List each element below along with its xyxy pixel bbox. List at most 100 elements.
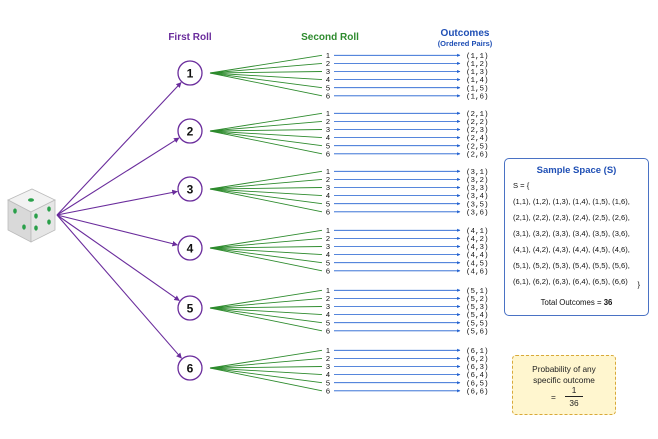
outcomes-header: Outcomes (Ordered Pairs) bbox=[420, 29, 510, 49]
second-roll-branch bbox=[209, 120, 323, 132]
second-roll-branch bbox=[209, 72, 323, 97]
second-roll-branch bbox=[209, 178, 323, 190]
first-roll-node bbox=[177, 235, 203, 261]
probability-line-1: Probability of any bbox=[532, 364, 596, 374]
outcome-pair: (5,6) bbox=[466, 328, 489, 336]
second-roll-value: 1 bbox=[326, 226, 330, 235]
probability-equals: = bbox=[551, 392, 556, 402]
outcome-pair: (6,4) bbox=[466, 372, 489, 380]
first-roll-node bbox=[177, 60, 203, 86]
second-roll-value: 1 bbox=[326, 167, 330, 176]
second-roll-branch bbox=[209, 71, 323, 74]
second-roll-branch bbox=[209, 247, 323, 272]
second-roll-branch bbox=[209, 62, 323, 74]
second-roll-value: 2 bbox=[326, 234, 330, 243]
second-roll-branch bbox=[209, 349, 323, 369]
first-roll-value: 5 bbox=[187, 302, 194, 316]
outcome-pair: (1,3) bbox=[466, 69, 489, 77]
second-roll-value: 2 bbox=[326, 59, 330, 68]
second-roll-value: 2 bbox=[326, 175, 330, 184]
outcome-pair: (4,6) bbox=[466, 268, 489, 276]
second-roll-branch bbox=[209, 307, 323, 316]
second-roll-branch bbox=[209, 229, 323, 249]
first-roll-branch bbox=[56, 82, 182, 216]
total-outcomes: Total Outcomes = 36 bbox=[505, 298, 648, 307]
outcome-pair: (3,6) bbox=[466, 209, 489, 217]
probability-denominator: 36 bbox=[569, 398, 579, 408]
second-roll-branch bbox=[209, 237, 323, 249]
second-roll-value: 3 bbox=[326, 67, 330, 76]
sample-space-row: (1,1), (1,2), (1,3), (1,4), (1,5), (1,6)… bbox=[513, 197, 630, 206]
second-roll-value: 4 bbox=[326, 133, 330, 142]
outcome-pair: (6,6) bbox=[466, 388, 489, 396]
outcome-pair: (2,5) bbox=[466, 143, 489, 151]
outcome-pair: (6,5) bbox=[466, 380, 489, 388]
first-roll-value: 6 bbox=[187, 362, 194, 376]
second-roll-value: 5 bbox=[326, 258, 330, 267]
outcome-pair: (3,4) bbox=[466, 193, 489, 201]
second-roll-value: 3 bbox=[326, 302, 330, 311]
first-roll-value: 4 bbox=[187, 242, 194, 256]
probability-box: Probability of any specific outcome = 1 … bbox=[512, 355, 616, 415]
first-roll-branch bbox=[56, 214, 182, 359]
second-roll-value: 5 bbox=[326, 199, 330, 208]
second-roll-branch bbox=[209, 289, 323, 309]
second-roll-value: 4 bbox=[326, 75, 330, 84]
outcome-pair: (2,1) bbox=[466, 111, 489, 119]
outcome-pair: (4,4) bbox=[466, 252, 489, 260]
sample-space-row: (3,1), (3,2), (3,3), (3,4), (3,5), (3,6)… bbox=[513, 229, 630, 238]
second-roll-branch bbox=[209, 367, 323, 376]
first-roll-node bbox=[177, 176, 203, 202]
outcome-pair: (3,5) bbox=[466, 201, 489, 209]
second-roll-branch bbox=[209, 367, 323, 384]
second-roll-value: 2 bbox=[326, 117, 330, 126]
second-roll-value: 5 bbox=[326, 318, 330, 327]
total-outcomes-label: Total Outcomes = bbox=[540, 298, 604, 307]
second-roll-branch bbox=[209, 188, 323, 213]
sample-space-row: (4,1), (4,2), (4,3), (4,4), (4,5), (4,6)… bbox=[513, 245, 630, 254]
first-roll-branch bbox=[56, 137, 180, 216]
first-roll-node bbox=[177, 118, 203, 144]
second-roll-value: 2 bbox=[326, 294, 330, 303]
second-roll-branch bbox=[209, 246, 323, 249]
outcome-pair: (4,2) bbox=[466, 236, 489, 244]
second-roll-value: 3 bbox=[326, 125, 330, 134]
second-roll-value: 6 bbox=[326, 266, 330, 275]
probability-numerator: 1 bbox=[571, 385, 577, 395]
second-roll-value: 4 bbox=[326, 370, 330, 379]
second-roll-branch bbox=[209, 307, 323, 332]
second-roll-value: 3 bbox=[326, 183, 330, 192]
second-roll-value: 1 bbox=[326, 109, 330, 118]
outcome-pair: (4,5) bbox=[466, 260, 489, 268]
outcome-pair: (2,3) bbox=[466, 127, 489, 135]
outcome-pair: (5,1) bbox=[466, 288, 489, 296]
sample-space-open: S = { bbox=[513, 181, 530, 190]
second-roll-value: 3 bbox=[326, 242, 330, 251]
outcome-pair: (4,1) bbox=[466, 228, 489, 236]
second-roll-branch bbox=[209, 367, 323, 392]
total-outcomes-value: 36 bbox=[603, 298, 613, 307]
outcome-pair: (3,1) bbox=[466, 169, 489, 177]
outcome-pair: (2,2) bbox=[466, 119, 489, 127]
second-roll-branch bbox=[209, 130, 323, 147]
second-roll-branch bbox=[209, 188, 323, 205]
sample-space-row: (6,1), (6,2), (6,3), (6,4), (6,5), (6,6) bbox=[513, 277, 628, 286]
fraction-bar bbox=[565, 396, 583, 397]
second-roll-branch bbox=[209, 170, 323, 190]
second-roll-value: 4 bbox=[326, 250, 330, 259]
first-roll-node bbox=[177, 355, 203, 381]
second-roll-branch bbox=[209, 130, 323, 155]
second-roll-value: 5 bbox=[326, 378, 330, 387]
outcome-pair: (5,3) bbox=[466, 304, 489, 312]
second-roll-value: 5 bbox=[326, 141, 330, 150]
second-roll-branch bbox=[209, 366, 323, 369]
outcomes-subtitle: (Ordered Pairs) bbox=[437, 39, 493, 48]
outcome-pair: (2,6) bbox=[466, 151, 489, 159]
second-roll-value: 2 bbox=[326, 354, 330, 363]
second-roll-value: 3 bbox=[326, 362, 330, 371]
first-roll-node bbox=[177, 295, 203, 321]
second-roll-branch bbox=[209, 72, 323, 81]
sample-space-row: (2,1), (2,2), (2,3), (2,4), (2,5), (2,6)… bbox=[513, 213, 630, 222]
